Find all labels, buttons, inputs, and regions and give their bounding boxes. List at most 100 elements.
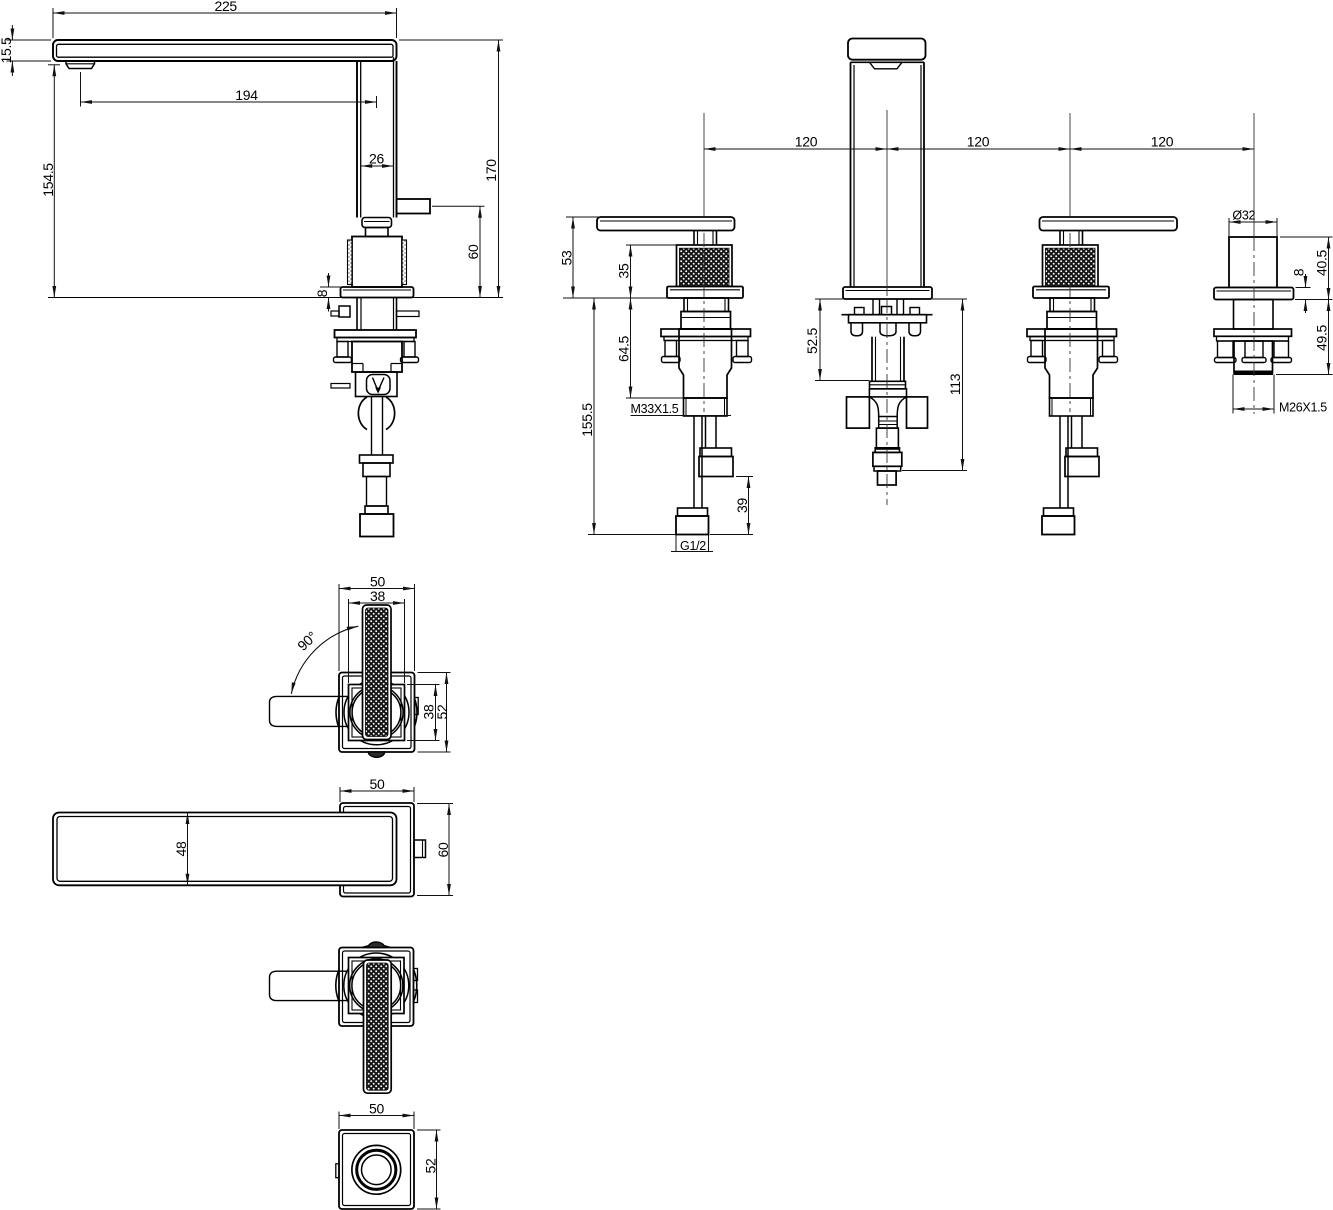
dim-arrowhead: [402, 789, 414, 793]
side-spout-and-body: [48, 39, 503, 299]
dim-arrowhead: [592, 298, 596, 310]
dim-label-spout-shank-below: 52.5: [804, 327, 820, 354]
dim-label-deck-to-spout: 154.5: [40, 163, 56, 197]
plan1-swing-arc: [290, 625, 359, 695]
plan2-spout-bar: [52, 811, 398, 887]
side-view: 225 15.5 194 154.5 26 170 60 8: [0, 0, 503, 538]
dim-arrowhead: [628, 286, 633, 298]
dim-arrowhead: [339, 586, 351, 591]
dim-arrowhead: [496, 40, 501, 52]
dim-label-handle-axis-height: 60: [465, 244, 481, 259]
dim-arrowhead: [1070, 147, 1082, 151]
dim-label-spout-below-total: 113: [947, 373, 963, 395]
dim-arrowhead: [960, 459, 965, 471]
plan1-side-tab: [413, 696, 419, 716]
spout-top-cap: [847, 37, 927, 61]
spout-outlet-notch: [868, 61, 903, 70]
handle-inlet-elbow-left: [698, 455, 734, 478]
dim-arrowhead: [746, 523, 751, 535]
dim-label-inlet-thread: G1/2: [680, 539, 706, 553]
dim-label-plan1-valve-depth: 38: [421, 704, 437, 719]
dim-arrowhead: [818, 299, 822, 311]
plan-spout: 48 50 60: [52, 776, 453, 898]
side-spout-bar-outer: [52, 39, 398, 62]
dim-arrowhead: [382, 164, 394, 168]
dim-arrowhead: [1303, 299, 1308, 311]
dim-arrowhead: [1326, 299, 1331, 311]
plan-drain: 50 52: [335, 1100, 441, 1210]
spout-mounting-plate: [847, 313, 928, 324]
dim-arrowhead: [1058, 147, 1070, 151]
handle-lever-left: [596, 216, 736, 232]
dim-label-spacing-left: 120: [795, 133, 818, 149]
dim-label-overall-height: 170: [483, 159, 499, 182]
dim-label-plan4-depth: 52: [423, 1158, 439, 1173]
dim-arrowhead: [628, 298, 633, 310]
dim-arrowhead: [1265, 220, 1277, 224]
dim-label-below-deck-total: 155.5: [579, 403, 595, 437]
dim-arrowhead: [628, 386, 633, 398]
dim-arrowhead: [1229, 220, 1241, 224]
dim-arrowhead: [10, 28, 15, 40]
dim-arrowhead: [496, 286, 501, 298]
dim-label-handle-above-deck: 53: [559, 250, 575, 265]
dim-arrowhead: [365, 100, 377, 104]
dim-arrowhead: [434, 1130, 439, 1142]
dim-label-drain-below-deck: 49.5: [1314, 324, 1330, 351]
dim-arrowhead: [444, 672, 449, 684]
dim-arrowhead: [1262, 407, 1274, 411]
plan3-top-tab: [367, 941, 386, 949]
dim-arrowhead: [339, 1113, 351, 1118]
dim-arrowhead: [1303, 276, 1308, 288]
drain-cap-cylinder: [1228, 236, 1278, 289]
dim-label-drain-above-deck: 40.5: [1314, 249, 1330, 276]
handle-inlet-elbow-right: [1064, 455, 1100, 478]
dim-label-drain-flange-thickness: 8: [1291, 268, 1307, 276]
front-drain: [1213, 113, 1295, 414]
dim-arrowhead: [571, 286, 575, 298]
side-handle-lever: [395, 198, 431, 215]
dim-arrowhead: [385, 11, 397, 15]
plan4-side-tab: [335, 1163, 340, 1179]
plan2-side-tab: [413, 839, 427, 859]
handle-inlet-end-right: [1041, 515, 1076, 536]
dim-label-plan2-width: 50: [370, 776, 385, 792]
dim-arrowhead: [746, 476, 751, 488]
dim-arrowhead: [52, 64, 57, 77]
dim-arrowhead: [402, 1113, 414, 1118]
flow-arrow: [375, 387, 381, 394]
plan4-drain-ring-outer: [351, 1144, 402, 1196]
dim-arrowhead: [53, 11, 65, 15]
dim-arrowhead: [346, 626, 359, 631]
dim-label-valve-below-deck: 64.5: [616, 335, 632, 362]
dim-arrowhead: [326, 297, 331, 309]
spout-base-flange: [842, 286, 933, 300]
side-base-flange: [339, 286, 415, 299]
side-spout-bar-inner: [55, 43, 394, 58]
plan4-escutcheon-inner: [341, 1132, 412, 1207]
dim-arrowhead: [10, 61, 15, 73]
dim-label-column-width: 26: [369, 151, 384, 167]
dim-arrowhead: [52, 286, 57, 298]
dim-arrowhead: [628, 245, 633, 257]
dim-arrowhead: [291, 682, 296, 694]
front-handle-right: [1026, 113, 1178, 536]
dim-arrowhead: [478, 286, 482, 298]
handle-inlet-end-left: [675, 515, 710, 536]
handle-escutcheon-left: [666, 285, 744, 299]
dim-label-spacing-mid: 120: [967, 133, 990, 149]
dim-label-spout-reach: 194: [235, 87, 258, 103]
dim-arrowhead: [447, 884, 451, 896]
dim-arrowhead: [185, 873, 190, 886]
dim-arrowhead: [1326, 288, 1331, 300]
dim-label-plan4-width: 50: [369, 1100, 384, 1116]
dim-label-spacing-right: 120: [1151, 133, 1174, 149]
side-hose-end: [359, 513, 395, 538]
side-dimensions: 225 15.5 194 154.5 26 170 60 8: [0, 0, 503, 312]
dim-arrowhead: [875, 147, 887, 151]
dim-arrowhead: [403, 586, 415, 591]
spout-tee-left: [845, 396, 871, 429]
plan1-lever-alt-position: [268, 695, 348, 728]
dim-label-spout-length: 225: [214, 0, 237, 14]
